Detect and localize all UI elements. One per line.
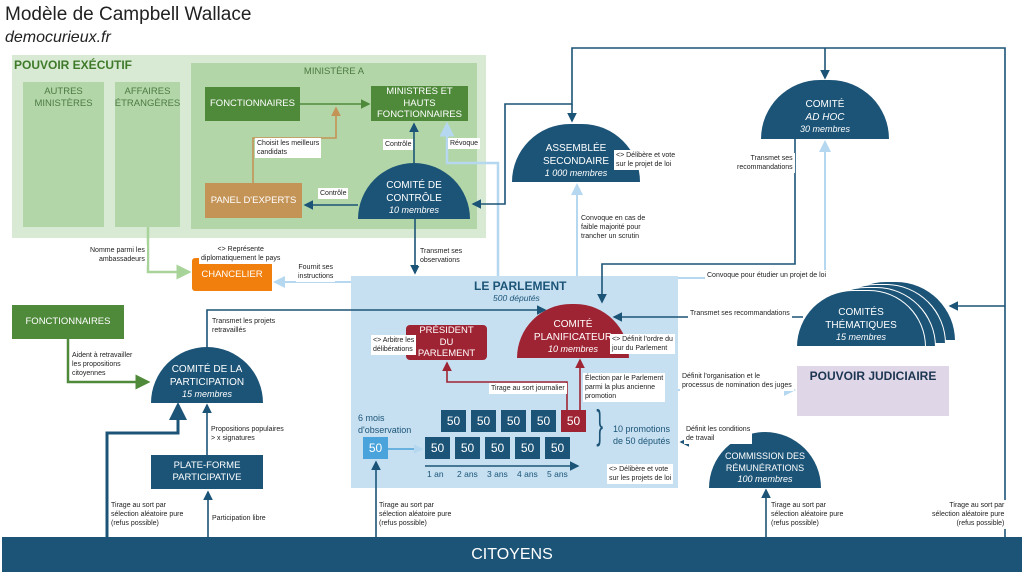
edge <box>206 305 547 348</box>
planning-committee-name: COMITÉ PLANIFICATEUR <box>533 319 613 344</box>
edge <box>146 227 192 280</box>
label-help: Aident à retravailler les propositions c… <box>70 350 135 380</box>
president-box: PRÉSIDENT DU PARLEMENT <box>406 325 487 360</box>
label-arbitrate: <> Arbitre les délibérations <box>371 335 417 356</box>
label-assembly-vote: <> Délibère et vote sur le projet de loi <box>614 150 678 171</box>
edge <box>597 139 796 304</box>
label-popular: Propositions populaires > x signatures <box>209 424 286 445</box>
parliament-members: 500 députés <box>493 293 540 303</box>
year-label: 2 ans <box>457 469 478 479</box>
edge <box>66 339 151 390</box>
year-label: 4 ans <box>517 469 538 479</box>
other-ministries-label: AUTRES MINISTÈRES <box>34 86 93 109</box>
label-daily-draw: Tirage au sort journalier <box>489 383 567 395</box>
label-appoint: Nomme parmi les ambassadeurs <box>88 245 147 266</box>
secondary-assembly-members: 1 000 membres <box>544 168 608 179</box>
label-adhoc-reco: Transmet ses recommandations <box>735 153 795 174</box>
remuneration-name: COMMISSION DES RÉMUNÉRATIONS <box>724 450 805 473</box>
other-ministries: AUTRES MINISTÈRES <box>23 82 104 227</box>
label-work-conditions: Définit les conditions de travail <box>684 424 753 445</box>
edge <box>105 402 187 537</box>
expert-panel-box: PANEL D'EXPERTS <box>205 183 302 218</box>
parliament-title: LE PARLEMENT <box>474 279 567 293</box>
observation-cohort: 50 <box>363 437 388 459</box>
citizens-label: CITOYENS <box>471 545 553 563</box>
label-choose: Choisit les meilleurs candidats <box>255 138 322 159</box>
cohort: 50 <box>545 437 570 459</box>
edge <box>439 121 500 276</box>
year-label: 5 ans <box>547 469 568 479</box>
label-free: Participation libre <box>210 513 268 525</box>
diagram-title: Modèle de Campbell Wallace <box>5 4 252 25</box>
cohort: 50 <box>515 437 540 459</box>
left-civil-servants-box: FONCTIONNAIRES <box>12 305 124 339</box>
cohort: 50 <box>531 410 556 432</box>
ad-hoc-sub: AD HOC <box>805 112 845 124</box>
ad-hoc-members: 30 membres <box>799 124 851 135</box>
observation-label: 6 mois d'observation <box>358 413 412 435</box>
secondary-assembly-name: ASSEMBLÉE SECONDAIRE <box>542 143 610 168</box>
label-control: Contrôle <box>383 139 414 151</box>
citizens-band: CITOYENS <box>2 537 1022 572</box>
label-instructions: Fournit ses instructions <box>296 262 336 283</box>
label-control: Contrôle <box>318 188 349 200</box>
control-committee-name: COMITÉ DE CONTRÔLE <box>386 180 442 205</box>
label-draw: Tirage au sort par sélection aléatoire p… <box>930 500 1007 530</box>
thematic-name: COMITÉS THÉMATIQUES <box>825 307 897 332</box>
cohort: 50 <box>425 437 450 459</box>
label-reworked: Transmet les projets retravaillés <box>210 316 278 337</box>
cohort: 50 <box>485 437 510 459</box>
label-convene-assembly: Convoque en cas de faible majorité pour … <box>579 213 648 243</box>
ad-hoc-name: COMITÉ <box>805 99 845 111</box>
civil-servants-box: FONCTIONNAIRES <box>205 87 300 121</box>
promotions-label: 10 promotions de 50 députés <box>613 424 671 446</box>
label-represents: <> Représente diplomatiquement le pays <box>199 244 283 265</box>
label-convene-adhoc: Convoque pour étudier un projet de loi <box>705 270 829 282</box>
label-revoke: Révoque <box>448 138 481 150</box>
label-agenda: <> Définit l'ordre du jour du Parlement <box>610 334 675 355</box>
year-label: 3 ans <box>487 469 508 479</box>
edge <box>442 361 568 410</box>
label-laws-vote: <> Délibère et vote sur les projets de l… <box>607 464 674 485</box>
label-judges: Définit l'organisation et le processus d… <box>680 371 794 392</box>
ministers-box: MINISTRES ET HAUTS FONCTIONNAIRES <box>371 86 468 121</box>
cohort: 50 <box>441 410 466 432</box>
cohort: 50 <box>455 437 480 459</box>
remuneration-members: 100 membres <box>737 474 793 485</box>
judiciary-box: POUVOIR JUDICIAIRE <box>797 366 949 416</box>
executive-title: POUVOIR EXÉCUTIF <box>14 58 133 72</box>
label-draw: Tirage au sort par sélection aléatoire p… <box>377 500 454 530</box>
brace: } <box>596 403 604 447</box>
judiciary-label: POUVOIR JUDICIAIRE <box>809 369 937 383</box>
thematic-members: 15 membres <box>835 332 887 343</box>
participation-name: COMITÉ DE LA PARTICIPATION <box>169 364 245 389</box>
label-observations: Transmet ses observations <box>418 246 465 267</box>
participation-members: 15 membres <box>181 389 233 400</box>
year-label: 1 an <box>427 469 444 479</box>
label-draw: Tirage au sort par sélection aléatoire p… <box>769 500 846 530</box>
planning-committee-members: 10 membres <box>547 344 599 355</box>
label-election: Élection par le Parlement parmi la plus … <box>583 373 666 403</box>
label-thematic-reco: Transmet ses recommandations <box>688 308 792 320</box>
foreign-affairs-label: AFFAIRES ÉTRANGÈRES <box>114 86 181 109</box>
platform-box: PLATE-FORME PARTICIPATIVE <box>151 455 263 489</box>
label-draw: Tirage au sort par sélection aléatoire p… <box>109 500 186 530</box>
edge <box>471 47 1006 537</box>
cohort: 50 <box>471 410 496 432</box>
ministry-a-label: MINISTÈRE A <box>303 66 365 77</box>
cohort-oldest: 50 <box>561 410 586 432</box>
diagram-source: democurieux.fr <box>5 29 111 46</box>
cohort: 50 <box>501 410 526 432</box>
control-committee-members: 10 membres <box>388 205 440 216</box>
foreign-affairs: AFFAIRES ÉTRANGÈRES <box>115 82 180 227</box>
